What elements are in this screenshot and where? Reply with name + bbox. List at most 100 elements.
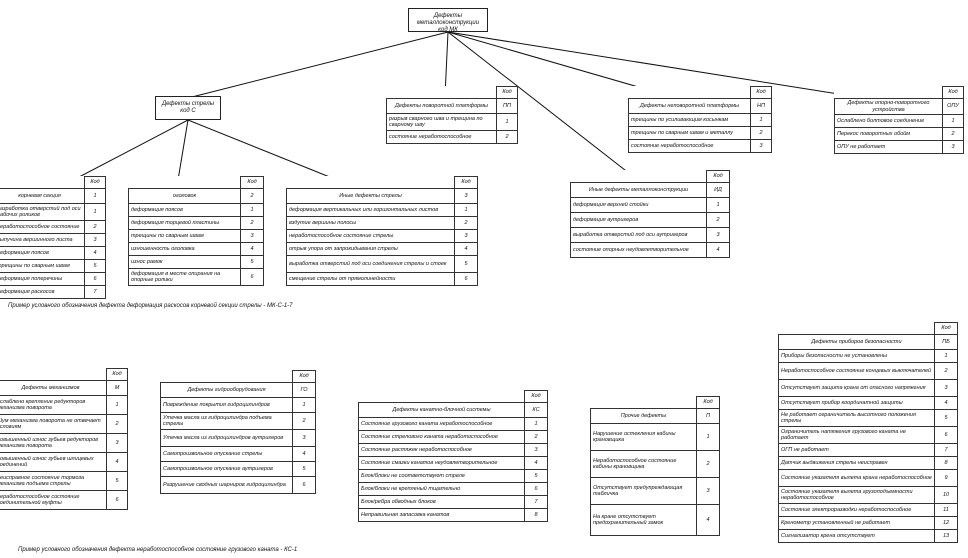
row-code: 6 — [454, 272, 478, 286]
row-code: 3 — [84, 233, 106, 247]
table-row: Состояние указателя вылета грузоподъемно… — [778, 486, 958, 504]
table-row: выработка отверстий под оси соединения с… — [286, 255, 478, 273]
table-row: разработка отверстий под оси рабочих рол… — [0, 203, 106, 221]
row-text: неисправное состояние тормоза механизма … — [0, 471, 107, 491]
row-text: трещины по усиливающим косынкам — [628, 113, 751, 127]
row-text: неработоспособное состояние стрелы — [286, 229, 455, 243]
kod-label: Код — [454, 176, 478, 189]
row-code: 1 — [524, 417, 548, 431]
row-code: 6 — [84, 272, 106, 286]
root-box: Дефекты металлоконструкции код МК — [408, 8, 488, 33]
row-code: 1 — [106, 395, 128, 415]
row-code: 4 — [292, 446, 316, 462]
row-code: 5 — [106, 471, 128, 491]
table-row: Состояние указателя вылета крана неработ… — [778, 469, 958, 487]
row-code: 6 — [934, 426, 958, 444]
kod-label: Код — [696, 396, 720, 409]
row-code: 8 — [524, 508, 548, 522]
row-text: Датчик выдвижения стрелы неисправен — [778, 456, 935, 470]
row-code: 7 — [934, 443, 958, 457]
row-text: Утечка масла из гидроцилиндра подъема ст… — [160, 412, 293, 430]
row-code: 6 — [240, 268, 264, 286]
kod-label: Код — [750, 86, 772, 99]
table-header-code: НП — [750, 98, 772, 114]
table-header-code: 1 — [84, 188, 106, 204]
row-code: 1 — [292, 397, 316, 413]
row-code: 4 — [706, 242, 730, 258]
table-header: Дефекты опорно-поворотного устройства — [834, 98, 943, 115]
row-text: деформация в месте опирания на опорные р… — [128, 268, 241, 286]
link-root-opu — [447, 31, 871, 100]
row-text: Приборы безопасности не установлены — [778, 349, 935, 363]
row-code: 1 — [696, 423, 720, 451]
row-code: 2 — [706, 212, 730, 228]
row-code: 10 — [934, 486, 958, 504]
row-code: 5 — [524, 469, 548, 483]
row-text: Неправильная запасовка канатов — [358, 508, 525, 522]
row-code: 2 — [240, 216, 264, 230]
row-code: 3 — [106, 433, 128, 453]
row-text: деформация поперечины — [0, 272, 85, 286]
table-row: Неработоспособное состояние концевых вык… — [778, 362, 958, 380]
table-header-code: П — [696, 408, 720, 424]
row-text: Шум механизма поворота не отвечает услов… — [0, 414, 107, 434]
row-text: состояние неработоспособное — [628, 139, 751, 153]
row-code: 1 — [934, 349, 958, 363]
row-code: 1 — [942, 114, 964, 128]
table-header-code: ИД — [706, 182, 730, 198]
row-text: ОПУ не работает — [834, 140, 943, 154]
row-text: Ослаблено болтовое соединение — [834, 114, 943, 128]
row-text: неработоспособное состояние соединительн… — [0, 490, 107, 510]
table-row: деформация в месте опирания на опорные р… — [128, 268, 264, 286]
row-code: 5 — [934, 409, 958, 427]
row-code: 12 — [934, 516, 958, 530]
root-code: код МК — [438, 27, 458, 33]
table-header-code: ОПУ — [942, 98, 964, 115]
example-note-1: Пример условного обозначения дефекта деф… — [8, 303, 293, 309]
row-code: 6 — [106, 490, 128, 510]
row-code: 2 — [106, 414, 128, 434]
row-text: Кренометр установленный не работает — [778, 516, 935, 530]
row-text: ОГП не работает — [778, 443, 935, 457]
row-text: смещение стрелы от прямолинейности — [286, 272, 455, 286]
row-code: 1 — [240, 203, 264, 217]
row-text: Не работает ограничитель высотного полож… — [778, 409, 935, 427]
table-header: Дефекты поворотной платформы — [386, 98, 497, 114]
table-header-code: 2 — [240, 188, 264, 204]
row-code: 4 — [934, 396, 958, 410]
row-code: 3 — [750, 139, 772, 153]
row-text: разрыв сварного шва и трещина по сварном… — [386, 113, 497, 131]
row-text: Ограничитель натяжения грузового каната … — [778, 426, 935, 444]
table-header: Дефекты механизмов — [0, 380, 107, 396]
row-text: повышенный износ зубьев шлицевых соедине… — [0, 452, 107, 472]
row-code: 4 — [106, 452, 128, 472]
kod-label: Код — [84, 176, 106, 189]
row-code: 2 — [524, 430, 548, 444]
row-text: Состояние растяжек неработоспособное — [358, 443, 525, 457]
table-row: Состояние электроразводки неработоспособ… — [778, 503, 958, 517]
row-text: деформация торцевой пластины — [128, 216, 241, 230]
table-header: Иные дефекты металлоконструкции — [570, 182, 707, 198]
